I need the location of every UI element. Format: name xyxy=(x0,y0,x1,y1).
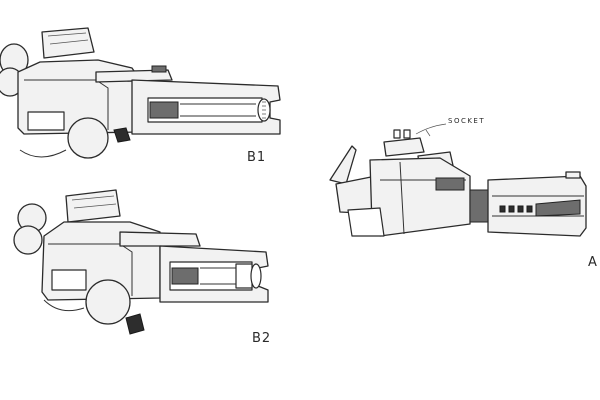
label-socket: SOCKET xyxy=(448,117,486,125)
label-b2: B2 xyxy=(252,331,272,346)
gun-sketch-a xyxy=(329,123,587,237)
label-a: A xyxy=(588,255,598,270)
gun-sketch-b2 xyxy=(13,189,269,335)
gun-sketch-b1 xyxy=(0,27,281,159)
label-b1: B1 xyxy=(247,150,267,165)
